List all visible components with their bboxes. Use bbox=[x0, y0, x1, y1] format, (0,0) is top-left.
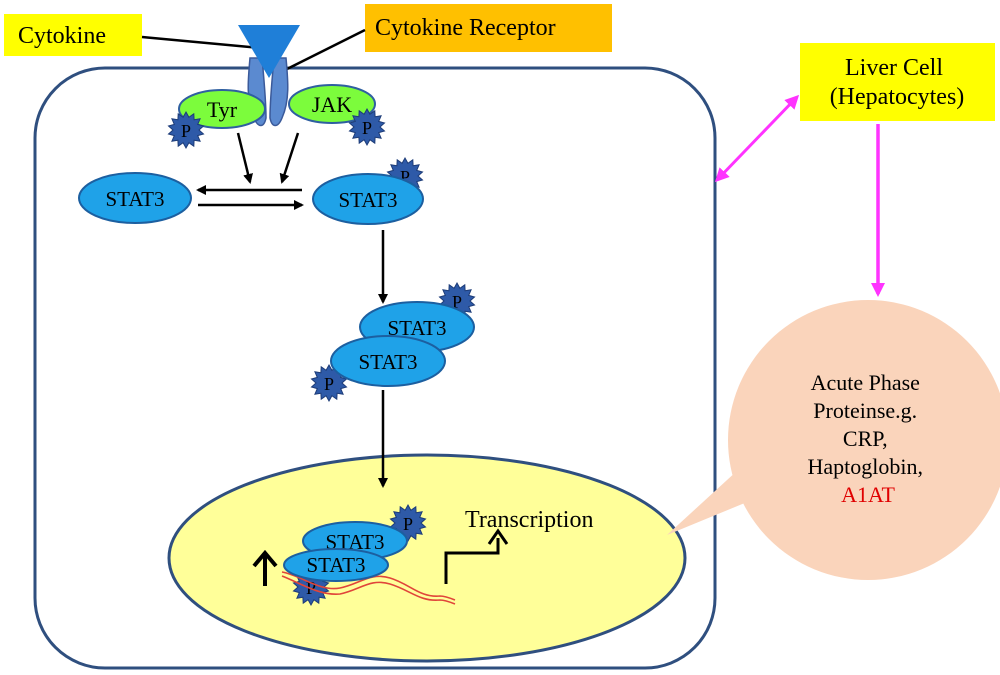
svg-text:Acute Phase Proteinse.g.: Acute Phase Proteinse.g. CRP, Haptoglobi… bbox=[808, 370, 929, 507]
liver-cell-link-arrow bbox=[714, 94, 800, 183]
svg-text:Liver Cell (Hepatocytes): Liver Cell (Hepatocytes) bbox=[830, 55, 965, 110]
nuclear-dimer-bottom-text: STAT3 bbox=[307, 553, 366, 577]
phospho-tyr-label: P bbox=[181, 121, 191, 141]
stat3-dimer-nucleus: STAT3 STAT3 bbox=[283, 521, 408, 582]
phospho-nuclear-top-label: P bbox=[403, 514, 413, 534]
cytokine-label: Cytokine bbox=[4, 14, 142, 56]
cytokine-receptor-label: Cytokine Receptor bbox=[365, 4, 612, 52]
phospho-dimer-top-label: P bbox=[452, 292, 462, 312]
tyr-to-stat-arrow bbox=[236, 132, 253, 184]
transcription-text: Transcription bbox=[465, 507, 593, 533]
cytokine-ligand-icon bbox=[238, 25, 300, 78]
phospho-jak-icon: P bbox=[348, 107, 386, 147]
jak-text: JAK bbox=[312, 92, 352, 117]
phospho-stat3-label: P bbox=[400, 167, 410, 187]
cytokine-pointer bbox=[141, 35, 261, 50]
receptor-pointer bbox=[284, 28, 366, 72]
phospho-tyr-icon: P bbox=[167, 110, 205, 150]
liver-cell-label: Liver Cell (Hepatocytes) bbox=[800, 43, 995, 121]
bubble-line1: Acute Phase bbox=[811, 370, 920, 395]
jak-to-stat-arrow bbox=[279, 132, 300, 184]
bubble-line4: Haptoglobin, bbox=[808, 454, 924, 479]
cytokine-receptor-text: Cytokine Receptor bbox=[375, 15, 556, 41]
jak-kinase: JAK bbox=[288, 84, 376, 124]
stat3-monomer: STAT3 bbox=[78, 172, 192, 224]
nucleus bbox=[167, 453, 687, 663]
receptor bbox=[238, 25, 300, 127]
upregulation-arrow-icon bbox=[252, 549, 278, 586]
bubble-line2: Proteinse.g. bbox=[813, 398, 917, 423]
transcription-start-arrow-icon bbox=[444, 528, 509, 584]
bubble-line5-a1at: A1AT bbox=[841, 482, 895, 507]
dna-strand bbox=[281, 571, 456, 605]
stat3-phospho: STAT3 bbox=[312, 173, 424, 225]
stat3-dimer-cytoplasm: STAT3 STAT3 bbox=[330, 301, 475, 387]
bubble-line3: CRP, bbox=[843, 426, 888, 451]
cytokine-text: Cytokine bbox=[18, 23, 106, 49]
acute-phase-bubble: Acute Phase Proteinse.g. CRP, Haptoglobi… bbox=[667, 300, 1000, 580]
liver-cell-membrane bbox=[33, 66, 717, 670]
liver-cell-line1: Liver Cell bbox=[845, 55, 943, 81]
tyr-text: Tyr bbox=[207, 97, 238, 122]
liver-cell-line2: (Hepatocytes) bbox=[830, 84, 965, 110]
stat3-monomer-text: STAT3 bbox=[106, 187, 165, 211]
stat3-phospho-text: STAT3 bbox=[339, 188, 398, 212]
dimer-bottom-text: STAT3 bbox=[359, 350, 418, 374]
phospho-jak-label: P bbox=[362, 118, 372, 138]
phospho-dimer-bottom-label: P bbox=[324, 374, 334, 394]
